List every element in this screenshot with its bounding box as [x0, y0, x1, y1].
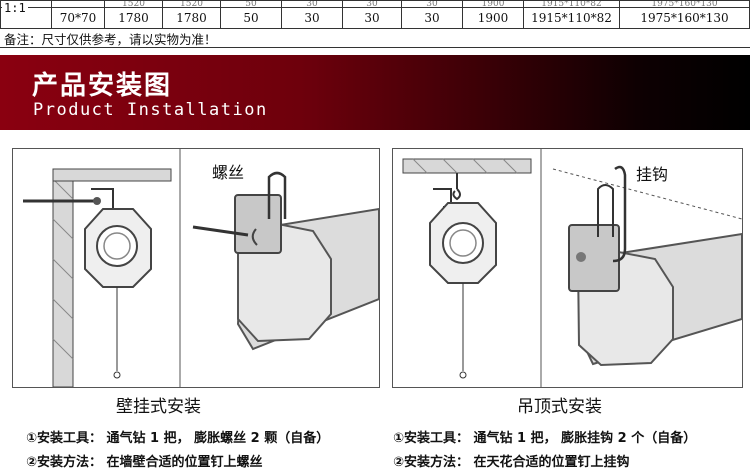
size-note: 备注：尺寸仅供参考，请以实物为准！: [4, 32, 217, 47]
spec-cell: [51, 0, 105, 8]
spec-table: 1520 1520 50 30 30 30 1900 1915*110*82 1…: [0, 0, 750, 29]
spec-cell: 1520: [162, 0, 221, 8]
ceiling-method-line: ②安装方法： 在天花合适的位置钉上挂钩: [393, 455, 630, 470]
spec-cell: 1975*160*130: [619, 7, 750, 29]
ceiling-mount-diagram: 挂钩: [392, 148, 743, 388]
spec-cell: 1520: [104, 0, 163, 8]
section-banner: 产品安装图 Product Installation: [0, 55, 750, 130]
spec-cell: 50: [220, 7, 282, 29]
spec-cell: 1900: [462, 7, 524, 29]
divider: [0, 47, 750, 48]
wall-tools-line: ①安装工具： 通气钻 1 把， 膨胀螺丝 2 颗（自备）: [26, 431, 330, 446]
banner-title-cn: 产品安装图: [32, 71, 173, 101]
spec-cell: 70*70: [51, 7, 105, 29]
spec-cell: 30: [342, 7, 402, 29]
spec-cell: 1915*110*82: [523, 0, 620, 8]
ratio-label: 1:1: [2, 1, 28, 15]
wall-mount-illustration: [23, 149, 379, 387]
screw-label: 螺丝: [212, 163, 245, 182]
hook-label: 挂钩: [636, 165, 669, 184]
spec-cell: 1915*110*82: [523, 7, 620, 29]
spec-cell: 30: [401, 7, 463, 29]
spec-cell: 1900: [462, 0, 524, 8]
spec-cell: 30: [281, 7, 343, 29]
ceiling-mount-caption: 吊顶式安装: [517, 397, 602, 417]
spec-cell: 1975*160*130: [619, 0, 750, 8]
wall-mount-caption: 壁挂式安装: [116, 397, 201, 417]
wall-mount-diagram: 螺丝: [12, 148, 380, 388]
spec-table-row: 70*70 1780 1780 50 30 30 30 1900 1915*11…: [0, 7, 750, 29]
banner-title-en: Product Installation: [33, 100, 268, 120]
ceiling-tools-line: ①安装工具： 通气钻 1 把， 膨胀挂钩 2 个（自备）: [393, 431, 697, 446]
spec-cell: 1780: [162, 7, 221, 29]
spec-cell: 50: [220, 0, 282, 8]
spec-cell: 30: [342, 0, 402, 8]
spec-table-cut-row: 1520 1520 50 30 30 30 1900 1915*110*82 1…: [0, 0, 750, 8]
wall-method-line: ②安装方法： 在墙壁合适的位置钉上螺丝: [26, 455, 263, 470]
spec-cell: 30: [281, 0, 343, 8]
spec-cell: 30: [401, 0, 463, 8]
ceiling-mount-illustration: [402, 149, 742, 387]
spec-cell: 1780: [104, 7, 163, 29]
